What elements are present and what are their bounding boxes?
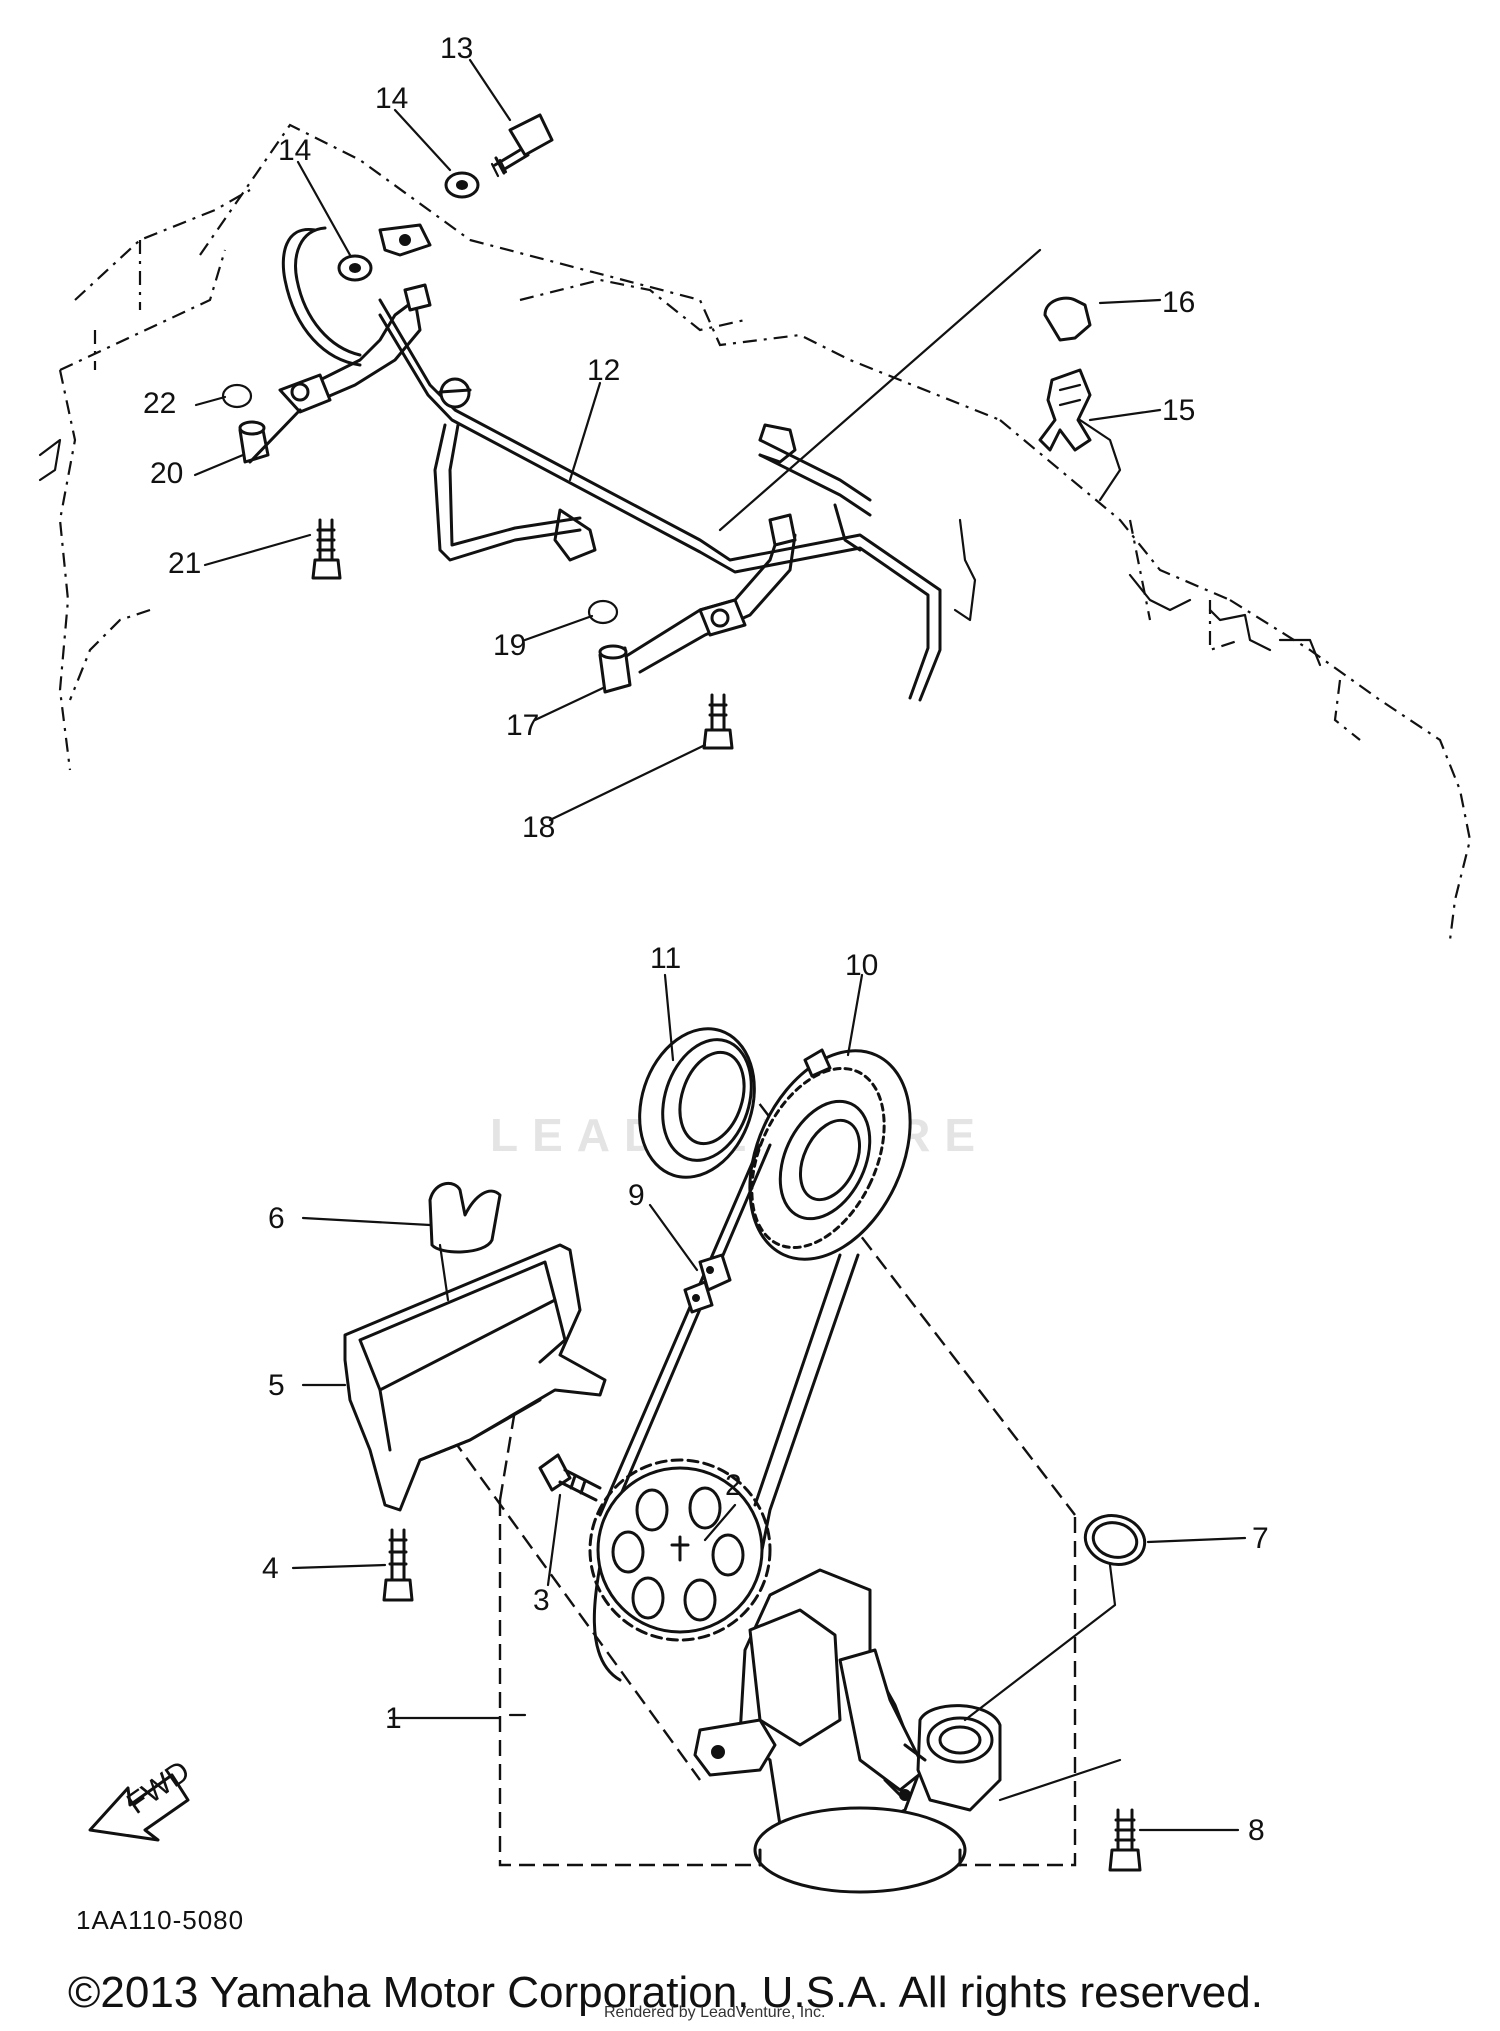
callout-21: 21 [168, 547, 201, 580]
callout-8: 8 [1248, 1814, 1265, 1847]
callout-10: 10 [845, 949, 878, 982]
callout-7: 7 [1252, 1522, 1269, 1555]
forward-arrow-icon: FWD [88, 1755, 196, 1842]
callout-11: 11 [650, 942, 681, 975]
oil-pipe-holder [1038, 296, 1092, 452]
callout-2: 2 [725, 1469, 742, 1502]
callout-5: 5 [268, 1369, 285, 1402]
callout-18: 18 [522, 811, 555, 844]
engine-block-outline [38, 123, 1472, 941]
callout-13: 13 [440, 32, 473, 65]
callout-1: 1 [385, 1702, 402, 1735]
callout-labels: 13 14 14 16 15 12 22 20 21 19 17 18 11 1… [143, 32, 1269, 1847]
o-ring-19-22 [221, 383, 619, 625]
diagram-code: 1AA110-5080 [76, 1905, 245, 1935]
drive-sprocket [748, 1048, 912, 1261]
chain-joint [683, 1253, 732, 1314]
bolt-3 [538, 1453, 602, 1502]
callout-9: 9 [628, 1179, 645, 1212]
callout-14-upper: 14 [375, 82, 408, 115]
bolt-18 [702, 693, 734, 750]
bolt-4 [382, 1528, 414, 1602]
o-ring-7 [963, 1514, 1147, 1722]
copper-washer [337, 171, 480, 282]
leader-lines-lower [291, 973, 1247, 1832]
callout-14-lower: 14 [278, 134, 311, 167]
leader-lines-upper [193, 58, 1162, 822]
callout-20: 20 [150, 457, 183, 490]
oil-pipe-union-left [238, 283, 432, 464]
callout-6: 6 [268, 1202, 285, 1235]
oil-seal [638, 1027, 756, 1179]
union-bolt [490, 113, 554, 178]
bolt-21 [311, 518, 342, 580]
callout-16: 16 [1162, 286, 1195, 319]
callout-15: 15 [1162, 394, 1195, 427]
callout-3: 3 [533, 1584, 550, 1617]
copyright-notice: ©2013 Yamaha Motor Corporation, U.S.A. A… [68, 1968, 1263, 2017]
bolt-8 [998, 1758, 1142, 1872]
callout-12: 12 [587, 354, 620, 387]
oil-delivery-pipe [281, 226, 942, 702]
driven-sprocket [588, 1458, 772, 1642]
oil-pump-body [693, 1568, 1002, 1894]
saddle-clip [428, 1181, 502, 1302]
oil-pipe-union-right [598, 513, 797, 694]
rendered-by-note: Rendered by LeadVenture, Inc. [604, 2004, 826, 2021]
callout-17: 17 [506, 709, 539, 742]
callout-4: 4 [262, 1552, 279, 1585]
callout-19: 19 [493, 629, 526, 662]
callout-22: 22 [143, 387, 176, 420]
pump-cover [343, 1243, 607, 1512]
